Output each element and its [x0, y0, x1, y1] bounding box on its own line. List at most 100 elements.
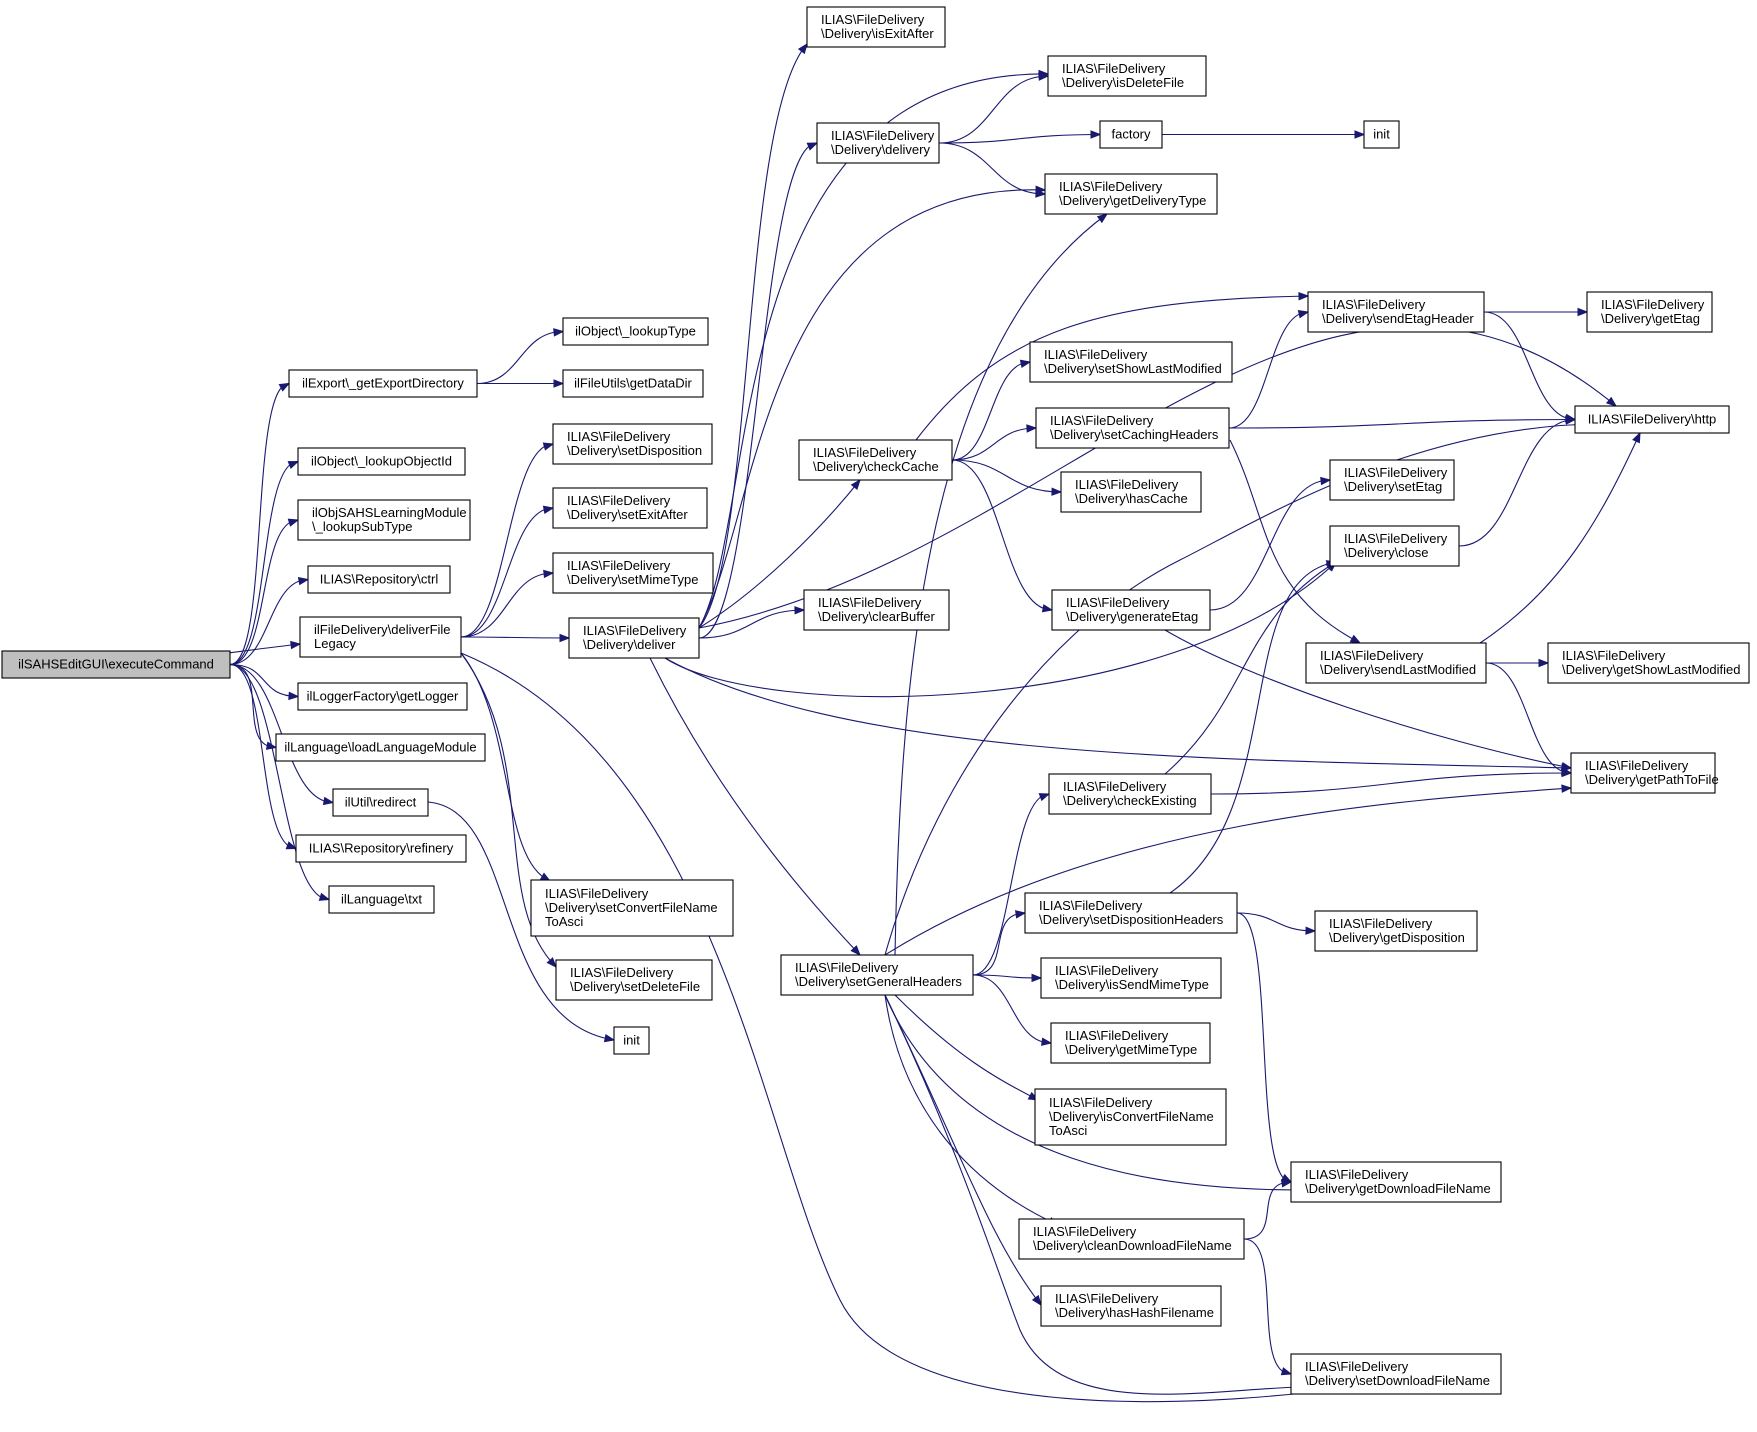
node-getDT[interactable]: ILIAS\FileDelivery\Delivery\getDeliveryT…: [1044, 173, 1218, 215]
edge-line: [884, 994, 1301, 1395]
node-getEtag[interactable]: ILIAS\FileDelivery\Delivery\getEtag: [1586, 291, 1713, 333]
edge-line: [229, 460, 299, 666]
edge-delivery-to-factory: [938, 130, 1102, 144]
edge-setGen-to-setDispH: [972, 910, 1027, 976]
node-setDispH[interactable]: ILIAS\FileDelivery\Delivery\setDispositi…: [1024, 892, 1238, 934]
node-txt[interactable]: ilLanguage\txt: [328, 885, 435, 914]
node-label-line: ILIAS\FileDelivery: [1305, 1359, 1409, 1374]
node-getExpDir[interactable]: ilExport\_getExportDirectory: [288, 369, 478, 398]
edge-arrowhead: [794, 606, 806, 615]
node-factory[interactable]: factory: [1099, 120, 1163, 149]
node-getDataDir[interactable]: ilFileUtils\getDataDir: [562, 369, 704, 398]
edge-line: [698, 43, 808, 629]
node-sendEtag[interactable]: ILIAS\FileDelivery\Delivery\sendEtagHead…: [1307, 291, 1485, 333]
node-deliver[interactable]: ILIAS\FileDelivery\Delivery\deliver: [568, 617, 700, 659]
node-ctrl[interactable]: ILIAS\Repository\ctrl: [307, 565, 451, 594]
node-genEtag[interactable]: ILIAS\FileDelivery\Delivery\generateEtag: [1051, 589, 1211, 631]
function-node-box: [1047, 55, 1207, 97]
node-label-line: \Delivery\deliver: [583, 637, 676, 652]
node-cleanDL[interactable]: ILIAS\FileDelivery\Delivery\cleanDownloa…: [1018, 1218, 1245, 1260]
edge-arrowhead: [559, 633, 571, 643]
edge-line: [1458, 418, 1576, 547]
edge-line: [229, 663, 330, 901]
node-loadLang[interactable]: ilLanguage\loadLanguageModule: [275, 733, 486, 762]
node-isSendMime[interactable]: ILIAS\FileDelivery\Delivery\isSendMimeTy…: [1040, 957, 1222, 999]
function-node-box: [1290, 1353, 1502, 1395]
edge-arrowhead: [546, 957, 557, 969]
node-label-line: ilUtil\redirect: [345, 795, 417, 810]
node-checkEx[interactable]: ILIAS\FileDelivery\Delivery\checkExistin…: [1048, 773, 1212, 815]
node-isExit[interactable]: ILIAS\FileDelivery\Delivery\isExitAfter: [806, 6, 946, 48]
edge-line: [972, 974, 1042, 979]
root-node-box: [1, 650, 231, 679]
function-node-box: [798, 439, 953, 481]
node-label-line: \Delivery\close: [1344, 545, 1429, 560]
node-init2[interactable]: init: [1363, 120, 1400, 149]
edge-line: [884, 994, 1301, 1191]
edge-factory-to-init2: [1162, 130, 1366, 139]
edge-line: [884, 994, 1042, 1306]
node-getShowLM[interactable]: ILIAS\FileDelivery\Delivery\getShowLastM…: [1547, 642, 1750, 684]
edge-setGen-to-checkEx: [972, 793, 1051, 976]
node-setDel[interactable]: ILIAS\FileDelivery\Delivery\setDeleteFil…: [555, 959, 713, 1001]
node-isDel[interactable]: ILIAS\FileDelivery\Delivery\isDeleteFile: [1047, 55, 1207, 97]
node-getPath[interactable]: ILIAS\FileDelivery\Delivery\getPathToFil…: [1570, 752, 1719, 794]
node-setDisp[interactable]: ILIAS\FileDelivery\Delivery\setDispositi…: [552, 423, 713, 465]
node-refinery[interactable]: ILIAS\Repository\refinery: [295, 834, 467, 863]
node-setGen[interactable]: ILIAS\FileDelivery\Delivery\setGeneralHe…: [780, 954, 974, 996]
node-clearBuf[interactable]: ILIAS\FileDelivery\Delivery\clearBuffer: [803, 589, 950, 631]
edge-arrowhead: [553, 379, 565, 388]
edge-root-to-getLogger: [229, 663, 300, 701]
edge-dfl-to-deliver: [460, 633, 571, 643]
function-node-box: [552, 487, 708, 529]
node-lookupSub[interactable]: ilObjSAHSLearningModule\_lookupSubType: [297, 499, 471, 541]
edge-line: [460, 636, 570, 639]
node-setCach[interactable]: ILIAS\FileDelivery\Delivery\setCachingHe…: [1035, 407, 1230, 449]
function-node-box: [1314, 910, 1478, 952]
node-getMime[interactable]: ILIAS\FileDelivery\Delivery\getMimeType: [1050, 1022, 1211, 1064]
node-close[interactable]: ILIAS\FileDelivery\Delivery\close: [1329, 525, 1460, 567]
edge-arrowhead: [1298, 291, 1310, 301]
edge-line: [884, 423, 1617, 956]
node-label-line: factory: [1111, 127, 1151, 142]
edge-line: [698, 73, 1049, 629]
node-label-line: \Delivery\cleanDownloadFileName: [1033, 1238, 1232, 1253]
node-lookupObjId[interactable]: ilObject\_lookupObjectId: [297, 447, 466, 476]
edge-arrowhead: [1035, 189, 1047, 198]
node-label-line: ILIAS\FileDelivery: [570, 965, 674, 980]
function-node-box: [806, 6, 946, 48]
edge-cleanDL-to-getDLFN: [1243, 1179, 1293, 1240]
node-hasHash[interactable]: ILIAS\FileDelivery\Delivery\hasHashFilen…: [1040, 1285, 1222, 1327]
node-setShow[interactable]: ILIAS\FileDelivery\Delivery\setShowLastM…: [1029, 341, 1233, 383]
edge-line: [1169, 561, 1337, 894]
node-label-line: ILIAS\FileDelivery: [1585, 758, 1689, 773]
node-label-line: ILIAS\FileDelivery: [1044, 347, 1148, 362]
edge-arrowhead: [285, 841, 298, 850]
node-setConv[interactable]: ILIAS\FileDelivery\Delivery\setConvertFi…: [530, 879, 734, 937]
node-label-line: ILIAS\FileDelivery: [1039, 898, 1143, 913]
node-lookupType[interactable]: ilObject\_lookupType: [562, 317, 709, 346]
node-setEtag[interactable]: ILIAS\FileDelivery\Delivery\setEtag: [1329, 459, 1455, 501]
node-label-line: \Delivery\setExitAfter: [567, 507, 688, 522]
node-root[interactable]: ilSAHSEditGUI\executeCommand: [1, 650, 231, 679]
node-http[interactable]: ILIAS\FileDelivery\http: [1574, 405, 1730, 434]
node-getDLFN[interactable]: ILIAS\FileDelivery\Delivery\getDownloadF…: [1290, 1161, 1502, 1203]
node-sendLM[interactable]: ILIAS\FileDelivery\Delivery\sendLastModi…: [1305, 642, 1487, 684]
node-isConv[interactable]: ILIAS\FileDelivery\Delivery\isConvertFil…: [1034, 1088, 1227, 1146]
node-redirect[interactable]: ilUtil\redirect: [332, 788, 429, 817]
node-setMime[interactable]: ILIAS\FileDelivery\Delivery\setMimeType: [552, 552, 714, 594]
node-checkCache[interactable]: ILIAS\FileDelivery\Delivery\checkCache: [798, 439, 953, 481]
node-hasCache[interactable]: ILIAS\FileDelivery\Delivery\hasCache: [1060, 471, 1202, 513]
node-setDLFN[interactable]: ILIAS\FileDelivery\Delivery\setDownloadF…: [1290, 1353, 1502, 1395]
node-setExit[interactable]: ILIAS\FileDelivery\Delivery\setExitAfter: [552, 487, 708, 529]
node-getDisp[interactable]: ILIAS\FileDelivery\Delivery\getDispositi…: [1314, 910, 1478, 952]
node-label-line: \Delivery\setConvertFileName: [545, 900, 718, 915]
node-delivery[interactable]: ILIAS\FileDelivery\Delivery\delivery: [816, 122, 940, 164]
node-label-line: ILIAS\FileDelivery: [1033, 1224, 1137, 1239]
edge-line: [951, 459, 1053, 611]
function-node-box: [1060, 471, 1202, 513]
node-getLogger[interactable]: ilLoggerFactory\getLogger: [297, 682, 468, 711]
node-init1[interactable]: init: [613, 1026, 650, 1055]
edges-layer: [121, 42, 1641, 1403]
